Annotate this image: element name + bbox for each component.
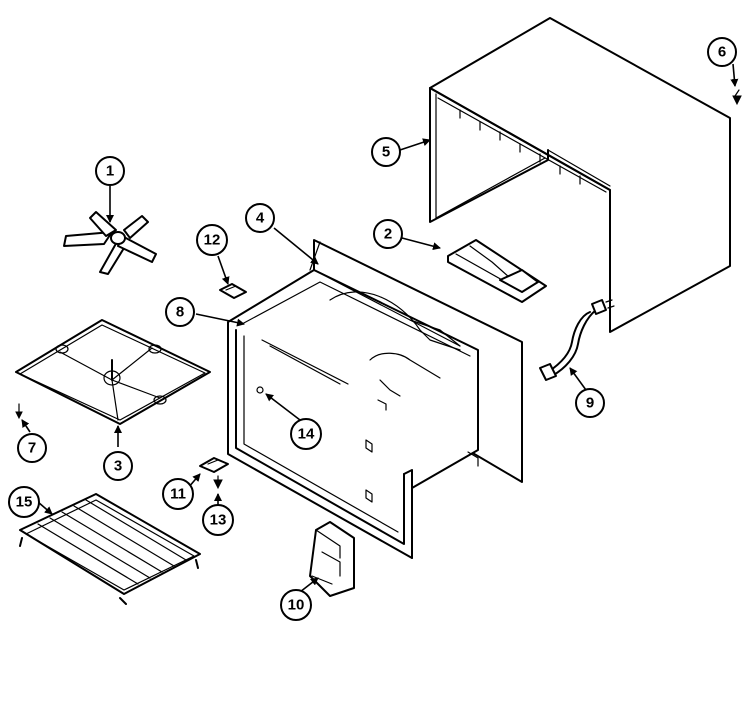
callout-label: 5 — [382, 144, 390, 161]
callout-8: 8 — [165, 297, 195, 327]
callout-label: 6 — [718, 44, 726, 61]
callout-1: 1 — [95, 156, 125, 186]
callout-label: 13 — [210, 512, 227, 529]
bracket-part-11 — [199, 457, 229, 473]
callout-5: 5 — [371, 137, 401, 167]
callout-label: 14 — [298, 426, 315, 443]
callout-label: 10 — [288, 597, 305, 614]
oven-rack-part — [19, 493, 201, 605]
callout-label: 4 — [256, 210, 265, 227]
callout-label: 15 — [16, 494, 33, 511]
power-cord-part — [539, 299, 615, 381]
callout-2: 2 — [373, 219, 403, 249]
fan-blade-part — [63, 211, 157, 275]
callout-10: 10 — [280, 589, 312, 621]
callout-label: 8 — [176, 304, 184, 321]
callout-9: 9 — [575, 388, 605, 418]
screw-part-7 — [15, 403, 23, 420]
callout-label: 11 — [170, 486, 186, 503]
callout-7: 7 — [17, 433, 47, 463]
callout-14: 14 — [290, 418, 322, 450]
callout-3: 3 — [103, 451, 133, 481]
shelf-support-part — [15, 319, 211, 425]
callout-label: 1 — [106, 163, 114, 180]
callout-6: 6 — [707, 37, 737, 67]
callout-label: 12 — [204, 232, 221, 249]
callout-11: 11 — [162, 478, 194, 510]
callout-13: 13 — [202, 504, 234, 536]
oven-cavity-part — [227, 239, 523, 559]
outer-cabinet-part — [429, 17, 731, 333]
blower-duct-part — [447, 239, 547, 303]
bracket-part-12 — [219, 283, 247, 299]
callout-label: 7 — [28, 440, 36, 457]
leader-lines — [21, 63, 739, 593]
latch-block-part — [309, 521, 355, 597]
screw-part-6 — [732, 89, 742, 106]
callout-15: 15 — [8, 486, 40, 518]
callout-4: 4 — [245, 203, 275, 233]
screw-part-13 — [213, 475, 223, 490]
callout-label: 3 — [114, 458, 122, 475]
callout-label: 2 — [384, 226, 392, 243]
callout-label: 9 — [586, 395, 594, 412]
callout-12: 12 — [196, 224, 228, 256]
